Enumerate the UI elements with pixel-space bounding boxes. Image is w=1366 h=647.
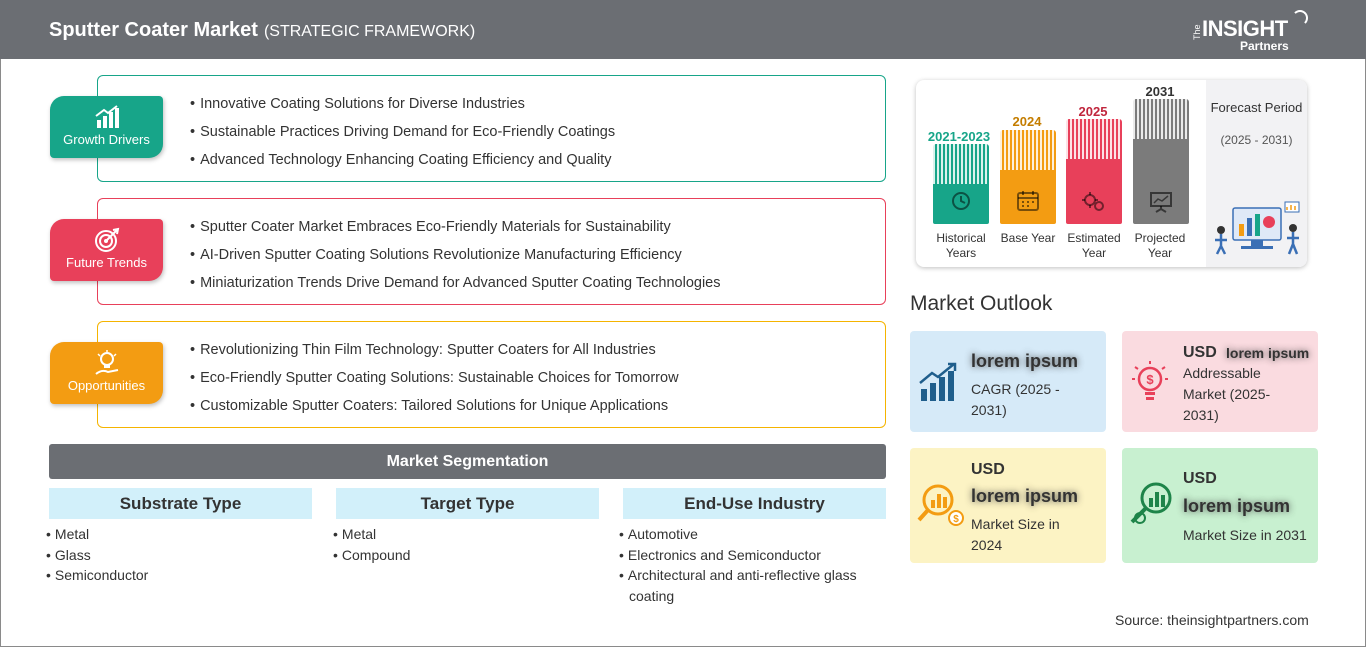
header-bar: Sputter Coater Market (STRATEGIC FRAMEWOR… (0, 0, 1366, 59)
svg-text:$: $ (1146, 372, 1154, 387)
target-icon (95, 227, 120, 252)
segment-list: Metal Glass Semiconductor (46, 524, 312, 586)
list-item: Electronics and Semiconductor (619, 545, 886, 566)
bar-estimated (1066, 119, 1122, 224)
opportunities-card: Revolutionizing Thin Film Technology: Sp… (97, 321, 886, 428)
segment-title: End-Use Industry (623, 488, 886, 519)
list-item: Eco-Friendly Sputter Coating Solutions: … (190, 364, 678, 392)
opportunities-label: Opportunities (67, 378, 146, 393)
list-item: Sputter Coater Market Embraces Eco-Frien… (190, 213, 721, 241)
future-trends-badge: Future Trends (50, 219, 163, 281)
logo-the: The (1192, 24, 1202, 40)
bar-historical (933, 144, 989, 224)
forecast-panel: Forecast Period (2025 - 2031) (1206, 80, 1307, 267)
addressable-market-card: $ USD lorem ipsum Addressable Market (20… (1122, 331, 1318, 432)
presentation-icon (1150, 192, 1172, 213)
calendar-icon (1017, 191, 1039, 211)
future-trends-card: Sputter Coater Market Embraces Eco-Frien… (97, 198, 886, 305)
bar-growth-icon (95, 105, 119, 128)
addressable-label: Addressable Market (2025-2031) (1183, 365, 1271, 423)
svg-text:$: $ (953, 514, 959, 525)
size-2024-value: lorem ipsum (971, 486, 1079, 506)
addressable-value: lorem ipsum (1226, 345, 1310, 361)
title-subtitle: (STRATEGIC FRAMEWORK) (263, 23, 476, 40)
addressable-currency: USD (1183, 344, 1217, 361)
growth-drivers-badge: Growth Drivers (50, 96, 163, 158)
cagr-label: CAGR (2025 - 2031) (971, 381, 1060, 418)
list-item: Revolutionizing Thin Film Technology: Sp… (190, 336, 679, 364)
list-item: Innovative Coating Solutions for Diverse… (190, 90, 615, 118)
segment-substrate-type: Substrate Type Metal Glass Semiconductor (49, 488, 312, 586)
history-icon (952, 192, 970, 210)
list-item: Compound (333, 545, 599, 566)
future-trends-label: Future Trends (66, 255, 147, 270)
cagr-value: lorem ipsum (971, 351, 1079, 371)
list-item: Customizable Sputter Coaters: Tailored S… (190, 392, 679, 420)
list-item: Miniaturization Trends Drive Demand for … (190, 269, 720, 297)
segment-end-use-industry: End-Use Industry Automotive Electronics … (623, 488, 886, 606)
gears-icon (1082, 192, 1104, 211)
magnifier-chart-icon (1130, 482, 1172, 524)
forecast-range: (2025 - 2031) (1220, 133, 1293, 147)
list-item: Sustainable Practices Driving Demand for… (190, 118, 615, 146)
list-item: AI-Driven Sputter Coating Solutions Revo… (190, 241, 721, 269)
magnifier-coins-icon: $ (917, 484, 964, 526)
logo-main: INSIGHT (1202, 16, 1288, 41)
size-2024-label: Market Size in 2024 (971, 516, 1060, 553)
bar-year-historical: 2021-2023 (927, 129, 991, 144)
growth-drivers-card: Innovative Coating Solutions for Diverse… (97, 75, 886, 182)
market-segmentation-header: Market Segmentation (49, 444, 886, 479)
list-item: Architectural and anti-reflective glass … (619, 565, 886, 606)
size-2031-label: Market Size in 2031 (1183, 527, 1307, 543)
size-2031-currency: USD (1183, 470, 1217, 487)
bar-year-projected: 2031 (1145, 84, 1175, 99)
bar-label-base: Base Year (1000, 231, 1056, 245)
segment-list: Metal Compound (333, 524, 599, 565)
list-item: Glass (46, 545, 312, 566)
segment-list: Automotive Electronics and Semiconductor… (619, 524, 886, 606)
title-text: Sputter Coater Market (49, 19, 258, 41)
list-item: Advanced Technology Enhancing Coating Ef… (190, 146, 615, 174)
insight-partners-logo: The INSIGHT Partners (1192, 10, 1312, 54)
bar-projected (1133, 99, 1189, 224)
bar-stripes (1000, 130, 1056, 170)
bar-stripes (1133, 99, 1189, 139)
list-item: Metal (333, 524, 599, 545)
list-item: Semiconductor (46, 565, 312, 586)
size-2031-value: lorem ipsum (1183, 496, 1291, 516)
growth-chart-icon (919, 362, 957, 401)
lightbulb-hand-icon (95, 350, 119, 375)
market-outlook-title: Market Outlook (910, 292, 1053, 315)
future-trends-list: Sputter Coater Market Embraces Eco-Frien… (190, 213, 721, 297)
page-title: Sputter Coater Market (STRATEGIC FRAMEWOR… (49, 19, 475, 42)
timeline-panel: 2021-2023 Historical Years 2024 Base Yea… (916, 80, 1307, 267)
bar-base (1000, 130, 1056, 224)
logo-partners: Partners (1240, 39, 1289, 53)
growth-drivers-label: Growth Drivers (63, 132, 150, 147)
logo-arc-icon (1292, 10, 1308, 26)
market-size-2031-card: USD lorem ipsum Market Size in 2031 (1122, 448, 1318, 563)
list-item: Metal (46, 524, 312, 545)
bar-stripes (1066, 119, 1122, 159)
segment-target-type: Target Type Metal Compound (336, 488, 599, 565)
size-2024-currency: USD (971, 461, 1005, 478)
opportunities-badge: Opportunities (50, 342, 163, 404)
cagr-card: lorem ipsum CAGR (2025 - 2031) (910, 331, 1106, 432)
segment-title: Substrate Type (49, 488, 312, 519)
growth-drivers-list: Innovative Coating Solutions for Diverse… (190, 90, 615, 174)
segment-title: Target Type (336, 488, 599, 519)
forecast-title: Forecast Period (1210, 100, 1303, 115)
list-item: Automotive (619, 524, 886, 545)
bar-label-projected: Projected Year (1134, 231, 1186, 260)
bar-label-estimated: Estimated Year (1067, 231, 1121, 260)
source-note: Source: theinsightpartners.com (1115, 612, 1309, 628)
bar-year-base: 2024 (1012, 114, 1042, 129)
bar-year-estimated: 2025 (1078, 104, 1108, 119)
dollar-lightbulb-icon: $ (1132, 361, 1168, 400)
market-size-2024-card: $ USD lorem ipsum Market Size in 2024 (910, 448, 1106, 563)
bar-stripes (933, 144, 989, 184)
analytics-illustration-icon (1215, 201, 1300, 255)
bar-label-historical: Historical Years (936, 231, 986, 260)
opportunities-list: Revolutionizing Thin Film Technology: Sp… (190, 336, 679, 420)
